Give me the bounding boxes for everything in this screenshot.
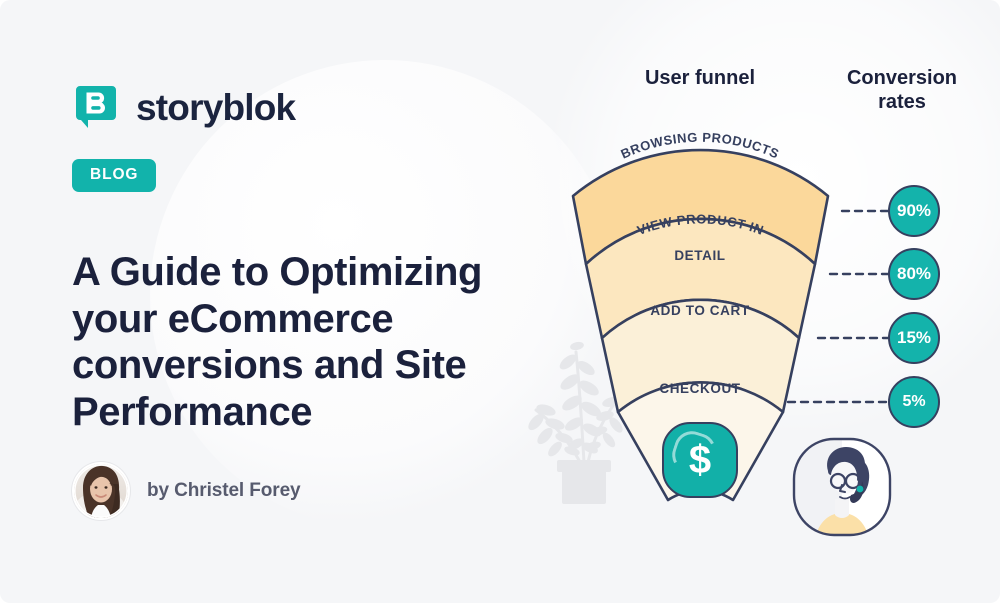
funnel-diagram: User funnel Conversion rates [500, 0, 1000, 603]
funnel-heading: User funnel [644, 67, 756, 89]
rates-heading: Conversion rates [846, 67, 958, 114]
blog-category-badge[interactable]: BLOG [72, 159, 157, 192]
dollar-coin-icon: $ [662, 422, 738, 498]
coin-shine [667, 426, 721, 480]
brand-logo[interactable]: storyblok [72, 83, 296, 131]
author-name: by Christel Forey [147, 480, 301, 501]
funnel-stage-2-label-line2: DETAIL [674, 248, 725, 263]
coin-symbol: $ [688, 438, 712, 482]
page-title: A Guide to Optimizing your eCommerce con… [72, 249, 483, 435]
funnel-stage-3-label: ADD TO CART [650, 303, 750, 318]
conversion-rate-badge-2[interactable]: 80% [888, 248, 940, 300]
conversion-rate-badge-1[interactable]: 90% [888, 185, 940, 237]
conversion-rate-badge-3[interactable]: 15% [888, 312, 940, 364]
article-info-column: storyblok BLOG A Guide to Optimizing you… [72, 0, 572, 603]
avatar [72, 462, 130, 520]
woman-with-glasses-avatar-icon [792, 437, 892, 537]
conversion-rate-badge-4[interactable]: 5% [888, 376, 940, 428]
funnel-chart: BROWSING PRODUCTS VIEW PRODUCT IN DETAIL… [571, 130, 890, 502]
funnel-stage-4-label: CHECKOUT [659, 381, 740, 396]
storyblok-logo-icon [72, 83, 120, 131]
byline: by Christel Forey [72, 462, 301, 520]
brand-name: storyblok [136, 86, 296, 128]
